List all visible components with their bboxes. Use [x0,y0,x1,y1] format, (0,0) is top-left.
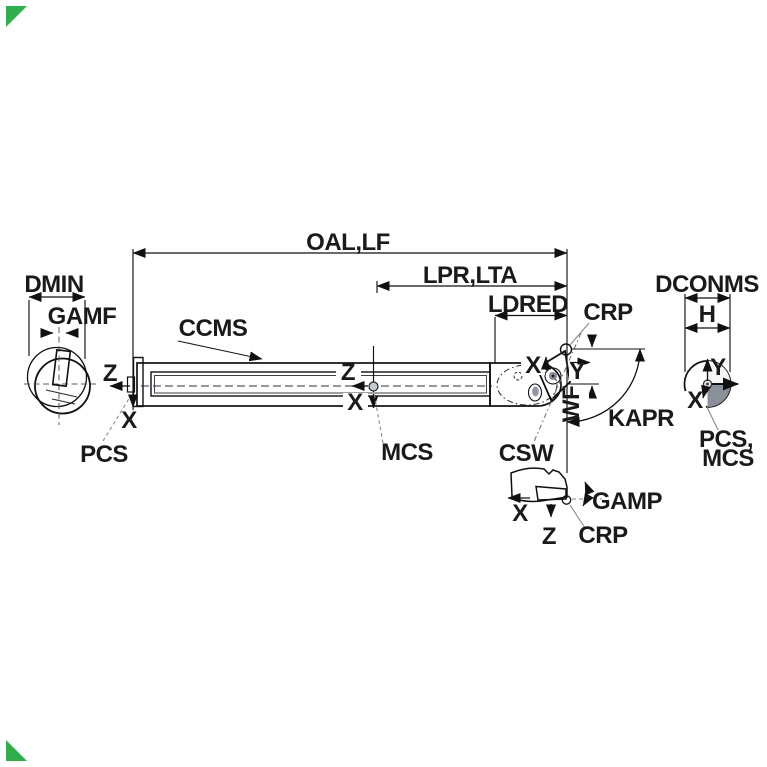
main-view-bar [126,332,582,445]
y-halo-tip [569,364,589,381]
lpr-dimension: LPR,LTA [376,262,568,293]
pcs-mcs-label-line2: MCS [702,445,754,472]
gamf-label: GAMF [48,303,117,330]
csw-axis-line [532,332,582,445]
through-hole-inner [532,386,539,397]
holder-side-view [510,467,568,503]
z-axis-label-bottom: Z [542,523,556,550]
pocket-hidden-circle [513,371,523,381]
mcs-origin [368,381,379,392]
dmin-label: DMIN [24,271,83,298]
insert-screw-outer [544,367,562,385]
pocket-hidden-ellipse [496,364,558,406]
ccms-label: CCMS [179,315,248,342]
x-halo-right [685,391,706,410]
x-axis-label-left: X [121,407,137,434]
insert-screw-dot [551,374,555,378]
gamf-dimension: GAMF [40,303,117,338]
ccms-callout: CCMS [177,315,263,362]
ldred-label: LDRED [488,291,568,318]
x-axis-label-tip: X [525,352,541,379]
z-axis-label-left: Z [103,360,117,387]
h-label: H [699,301,716,328]
bottom-detail-view: CSW GAMP X Z CRP [499,440,663,550]
bar-slot-inner [154,375,487,394]
insert-front-view [51,348,72,388]
wf-label: WF [558,386,585,422]
dconms-label: DCONMS [655,271,759,298]
y-axis-label-tip: Y [569,358,585,385]
right-end-view: DCONMS H Y X PCS, MCS [655,271,760,472]
through-hole-outer [527,383,543,402]
bar-end-tab [126,376,136,393]
x-halo-mid [343,393,368,411]
mcs-axes: Z X MCS [336,346,434,466]
gamp-label: GAMP [592,488,662,515]
left-end-view [24,327,96,425]
pocket-line-1 [45,389,78,398]
gamp-angle-arc [582,481,595,507]
dmin-dimension: DMIN [24,271,86,359]
mcs-label: MCS [381,439,433,466]
crp-top-callout: CRP [569,299,634,346]
csw-label: CSW [499,440,554,467]
bar-body [136,362,491,407]
oal-label: OAL,LF [306,229,390,256]
kapr-label: KAPR [608,405,674,432]
pocket-line-2 [51,398,76,405]
z-halo-mid [336,364,361,382]
lpr-label: LPR,LTA [423,262,517,289]
x-axis-label-bottom: X [512,500,528,527]
crp-bottom-label: CRP [578,522,628,549]
z-axis-label-mid: Z [341,359,355,386]
ldred-dimension: LDRED [488,291,569,363]
crp-top-label: CRP [583,299,633,326]
x-halo-tip [521,356,545,375]
y-axis-label-right: Y [710,354,726,381]
corner-radius-circle-bottom [561,495,572,505]
oal-dimension: OAL,LF [132,229,568,473]
pcs-label: PCS [80,441,128,468]
corner-marker-top-left [6,6,27,27]
pcs-left-axes: Z X PCS [80,360,138,468]
kapr-angle: KAPR [566,348,675,432]
shank-end-circle [34,357,91,415]
corner-marker-bottom-left [6,740,27,761]
x-axis-label-mid: X [347,389,363,416]
pcs-mcs-label-line1: PCS, [699,426,753,453]
shank-circle-bottom-right-wedge [707,384,731,407]
x-axis-label-right: X [687,387,703,414]
insert-side-view [535,485,567,501]
dmin-circle [26,346,88,408]
shank-center-dot [706,382,709,386]
tip-axes: X Y [521,352,591,385]
